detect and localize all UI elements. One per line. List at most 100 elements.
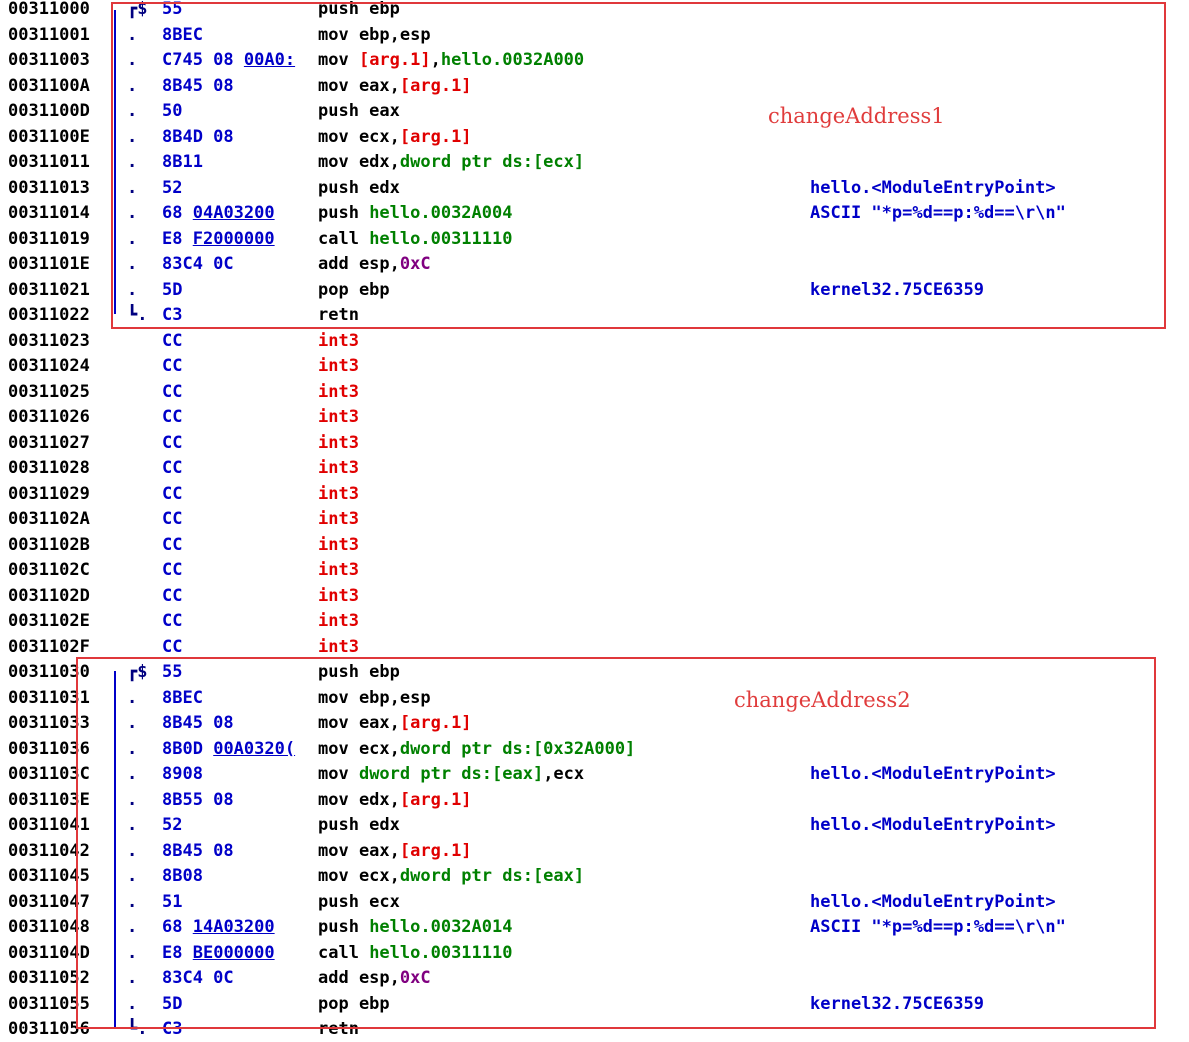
flow-marker: ┏$ bbox=[127, 0, 148, 19]
hex-dump-opcode: CC bbox=[162, 509, 183, 529]
hex-dump-cell: 68 14A03200 bbox=[162, 915, 275, 940]
flow-marker: . bbox=[127, 177, 138, 198]
function-bracket-2 bbox=[114, 671, 116, 1028]
hex-dump-cell: 8B11 bbox=[162, 150, 203, 175]
annotation-label-change-address-2: changeAddress2 bbox=[734, 688, 911, 712]
hex-dump-opcode: 83C4 0C bbox=[162, 968, 234, 988]
disassembly-cell: push ecx bbox=[318, 890, 400, 915]
hex-dump-cell: 8B0D 00A0320( bbox=[162, 737, 295, 762]
comment-cell: ASCII "*p=%d==p:%d==\r\n" bbox=[810, 917, 1066, 937]
flow-marker: . bbox=[127, 101, 138, 121]
hex-dump-cell: 8B55 08 bbox=[162, 788, 234, 813]
hex-dump-operand: 14A03200 bbox=[192, 917, 275, 937]
hex-dump-opcode: 52 bbox=[162, 815, 183, 835]
instruction-token: 0xC bbox=[399, 968, 431, 988]
hex-dump-opcode: 8B0D bbox=[162, 738, 203, 759]
hex-dump-opcode: 8B45 08 bbox=[162, 713, 234, 733]
hex-dump-cell: CC bbox=[162, 354, 182, 379]
address-cell: 00311000 bbox=[8, 0, 90, 19]
hex-dump-cell: CC bbox=[162, 482, 182, 507]
hex-dump-opcode: 50 bbox=[162, 101, 183, 121]
address-cell: 00311027 bbox=[8, 432, 90, 453]
hex-dump-cell: 5D bbox=[162, 992, 182, 1017]
disassembly-cell: push ebp bbox=[318, 0, 400, 22]
disasm-row[interactable]: 00311036.8B0D 00A0320(mov ecx,dword ptr … bbox=[0, 737, 1189, 762]
hex-dump-opcode: CC bbox=[162, 356, 183, 376]
instruction-token: mov edx, bbox=[318, 789, 400, 810]
instruction-token: 0xC bbox=[399, 254, 431, 274]
instruction-token: retn bbox=[318, 305, 359, 325]
address-cell: 0031103E bbox=[8, 789, 90, 810]
instruction-token: int3 bbox=[318, 585, 359, 606]
address-cell: 00311026 bbox=[8, 407, 90, 427]
hex-dump-cell: 55 bbox=[162, 0, 182, 22]
disassembly-cell: call hello.00311110 bbox=[318, 941, 512, 966]
function-bracket-1 bbox=[114, 10, 116, 314]
disassembly-cell: mov edx,dword ptr ds:[ecx] bbox=[318, 150, 584, 175]
disassembly-cell: mov ecx,dword ptr ds:[eax] bbox=[318, 864, 584, 889]
hex-dump-opcode: 8B08 bbox=[162, 866, 203, 886]
hex-dump-opcode: CC bbox=[162, 458, 183, 478]
disassembly-cell: int3 bbox=[318, 431, 359, 456]
hex-dump-cell: 8B08 bbox=[162, 864, 203, 889]
disassembly-cell: call hello.00311110 bbox=[318, 227, 512, 252]
hex-dump-opcode: CC bbox=[162, 585, 183, 606]
disasm-row[interactable]: 00311003.C745 08 00A0:mov [arg.1],hello.… bbox=[0, 48, 1189, 73]
disasm-row[interactable]: 00311000 ┏$ 55 push ebp bbox=[0, 0, 1189, 22]
hex-dump-cell: 8B45 08 bbox=[162, 74, 234, 99]
disassembly-cell: add esp,0xC bbox=[318, 966, 431, 991]
disassembly-cell: int3 bbox=[318, 533, 359, 558]
hex-dump-opcode: E8 bbox=[162, 228, 183, 249]
address-cell: 00311031 bbox=[8, 687, 90, 708]
hex-dump-cell: CC bbox=[162, 609, 182, 634]
disassembly-cell: int3 bbox=[318, 609, 359, 634]
flow-marker: . bbox=[127, 75, 138, 96]
flow-marker: ┏$ bbox=[127, 662, 148, 682]
flow-marker: . bbox=[127, 203, 138, 223]
flow-marker: ┗. bbox=[127, 305, 148, 325]
hex-dump-cell: 8BEC bbox=[162, 686, 203, 711]
address-cell: 00311052 bbox=[8, 968, 90, 988]
instruction-token: pop ebp bbox=[318, 993, 390, 1014]
disassembly-cell: int3 bbox=[318, 405, 359, 430]
